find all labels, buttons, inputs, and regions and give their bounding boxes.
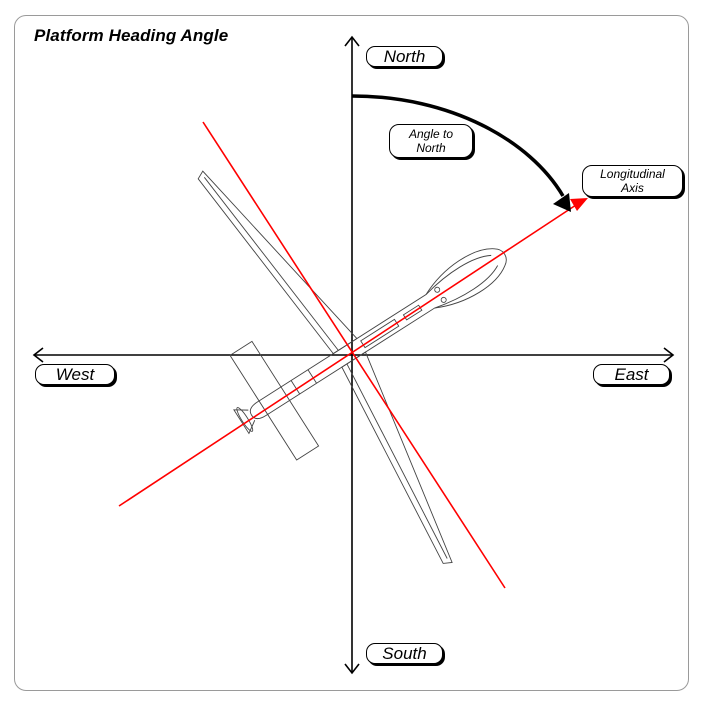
aircraft-topview-icon: [197, 170, 507, 564]
south-label: South: [366, 643, 443, 664]
south-arrowhead-icon: [344, 663, 360, 675]
angle-label-line1: Angle to: [408, 127, 454, 141]
angle-label-line2: North: [416, 141, 446, 155]
longitudinal-axis-label: Longitudinal Axis: [582, 165, 683, 197]
north-label: North: [366, 46, 443, 67]
west-arrowhead-icon: [32, 347, 44, 363]
wing-span-line: [202, 121, 506, 589]
angle-arrowhead-icon: [553, 193, 571, 212]
axis-label-line1: Longitudinal: [600, 167, 665, 181]
east-arrowhead-icon: [663, 347, 675, 363]
longitudinal-arrowhead-icon: [570, 198, 588, 211]
axis-label-line2: Axis: [621, 181, 644, 195]
longitudinal-axis-line: [118, 204, 577, 507]
east-label: East: [593, 364, 670, 385]
diagram-title: Platform Heading Angle: [34, 26, 229, 45]
west-label: West: [35, 364, 115, 385]
angle-to-north-label: Angle to North: [389, 124, 473, 158]
north-arrowhead-icon: [344, 35, 360, 47]
angle-arc: [351, 94, 565, 197]
